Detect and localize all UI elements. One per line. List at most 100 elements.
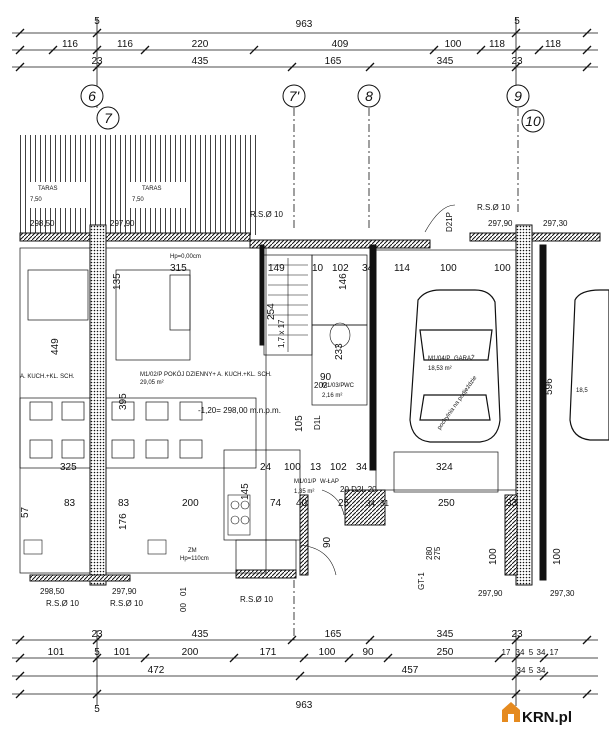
dim-83b: 83 [118,498,130,509]
dim-149: 149 [268,263,285,274]
rso-bottom-2: R.S.Ø 10 [110,599,143,608]
wc-area: 2,16 m² [322,393,342,399]
wc-name: WC [344,383,355,389]
dim-100c: 100 [284,462,301,473]
stair-code: D1L [313,415,322,430]
dim-top-r2-2: 165 [325,56,342,67]
dim-bot-gap: 5 [94,704,100,715]
dim-324: 324 [436,462,453,473]
dim-114: 114 [394,263,410,274]
rso-bottom-3: R.S.Ø 10 [240,595,273,604]
dim-bot-r2-10: 5 [529,648,534,657]
dim-stair-steps: 1,7 x 17 [277,319,286,348]
watermark: KRN.pl [502,702,572,726]
dim-31: 31 [380,499,389,508]
terrace-a-label: TARAS [38,186,58,192]
dim-bot-r2-4: 171 [260,647,277,658]
dim-100b: 100 [494,263,511,274]
dim-bot-r1-3: 345 [437,629,454,640]
dim-bot-r2-1: 5 [94,647,100,658]
dim-100d: 100 [488,548,499,565]
level-2: 297,90 [110,219,135,228]
hall-area: 1,35 m² [294,489,314,495]
dim-83a: 83 [64,498,76,509]
living-name: POKÓJ DZIENNY+ A. KUCH.+KL. SCH. [164,371,272,378]
dim-102b: 102 [330,462,347,473]
watermark-text: KRN.pl [522,709,572,726]
level-6: 297,90 [112,587,137,596]
dim-top-r2-4: 23 [511,56,523,67]
dim-bot-r2-2: 101 [114,647,131,658]
dim-bot-r2-0: 101 [48,647,65,658]
left-kitchen-label: A. KUCH.+KL. SCH. [20,374,75,380]
gt-label: GT-1 [417,572,426,590]
dim-34b: 34 [356,462,368,473]
dim-146: 146 [338,273,349,290]
dim-135: 135 [112,273,123,290]
dim-275: 275 [433,546,442,560]
axis-label-10: 10 [525,113,541,129]
dim-bot-r3-4: 34 [537,666,546,675]
walls [19,224,601,586]
dim-top-r1-4: 100 [445,39,462,50]
dim-250: 250 [438,498,455,509]
dim-395: 395 [118,393,129,410]
rso-top-right: R.S.Ø 10 [477,203,510,212]
zm-label: ZM [188,548,197,554]
dim-top-r2-0: 23 [91,56,103,67]
axis-label-7prime: 7' [289,88,301,104]
hall-name: W-ŁAP [320,479,339,485]
dim-bot-r2-9: 34 [516,648,525,657]
dim-25: 25 [338,498,350,509]
dim-34c: 34 [366,499,375,508]
dim-top-r1-3: 409 [332,39,349,50]
level-1: 298,50 [30,219,55,228]
dim-145: 145 [240,483,251,500]
dim-90b: 90 [322,536,333,548]
level-3: 297,30 [543,219,568,228]
dim-13: 13 [310,462,322,473]
dim-top-r2-1: 435 [192,56,209,67]
dim-449: 449 [50,338,61,355]
zm-note: Hp=110cm [180,556,209,562]
kitchen-fixtures [23,322,351,555]
terrace-label-bg-b [130,182,190,208]
dim-57: 57 [20,506,31,518]
dim-top-r1-1: 116 [117,39,133,50]
dim-233: 233 [334,343,345,360]
garage-name: GARAŻ [454,355,475,362]
top-dimensions [12,18,598,108]
dim-254: 254 [266,303,277,320]
hp-level: Hp=0,00cm [170,254,201,260]
dim-bot-r1-1: 435 [192,629,209,640]
living-code: M1/02/P [140,372,162,378]
dim-74: 74 [270,498,282,509]
axis-label-7: 7 [104,110,113,126]
rso-bottom-1: R.S.Ø 10 [46,599,79,608]
dim-bot-r1-4: 23 [511,629,523,640]
terrace-label-bg-a [28,182,88,208]
dim-bot-r3-0: 472 [148,665,165,676]
dim-bot-r2-8: 17 [502,648,511,657]
room-outlines [19,247,517,574]
dim-bot-r3-1: 457 [402,665,419,676]
dim-105: 105 [294,415,305,432]
level-7: 297,90 [478,589,503,598]
terrace-b-label: TARAS [142,186,162,192]
dim-top-r1-6: 118 [545,39,561,50]
dim-102a: 102 [332,263,349,274]
axis-label-01: 01 [179,587,188,596]
dim-40: 40 [296,498,308,509]
level-5: 298,50 [40,587,65,596]
axis-lines [293,108,519,640]
dim-202: 202 [314,381,328,390]
axis-markers [80,84,545,133]
car-icon-right [569,289,609,441]
dim-200: 200 [182,498,199,509]
bottom-dimensions [12,630,598,706]
garage-area: 18,53 m² [428,366,452,372]
axis-label-6: 6 [88,88,96,104]
dim-top-r1-5: 118 [489,39,505,50]
staircase [268,258,308,352]
